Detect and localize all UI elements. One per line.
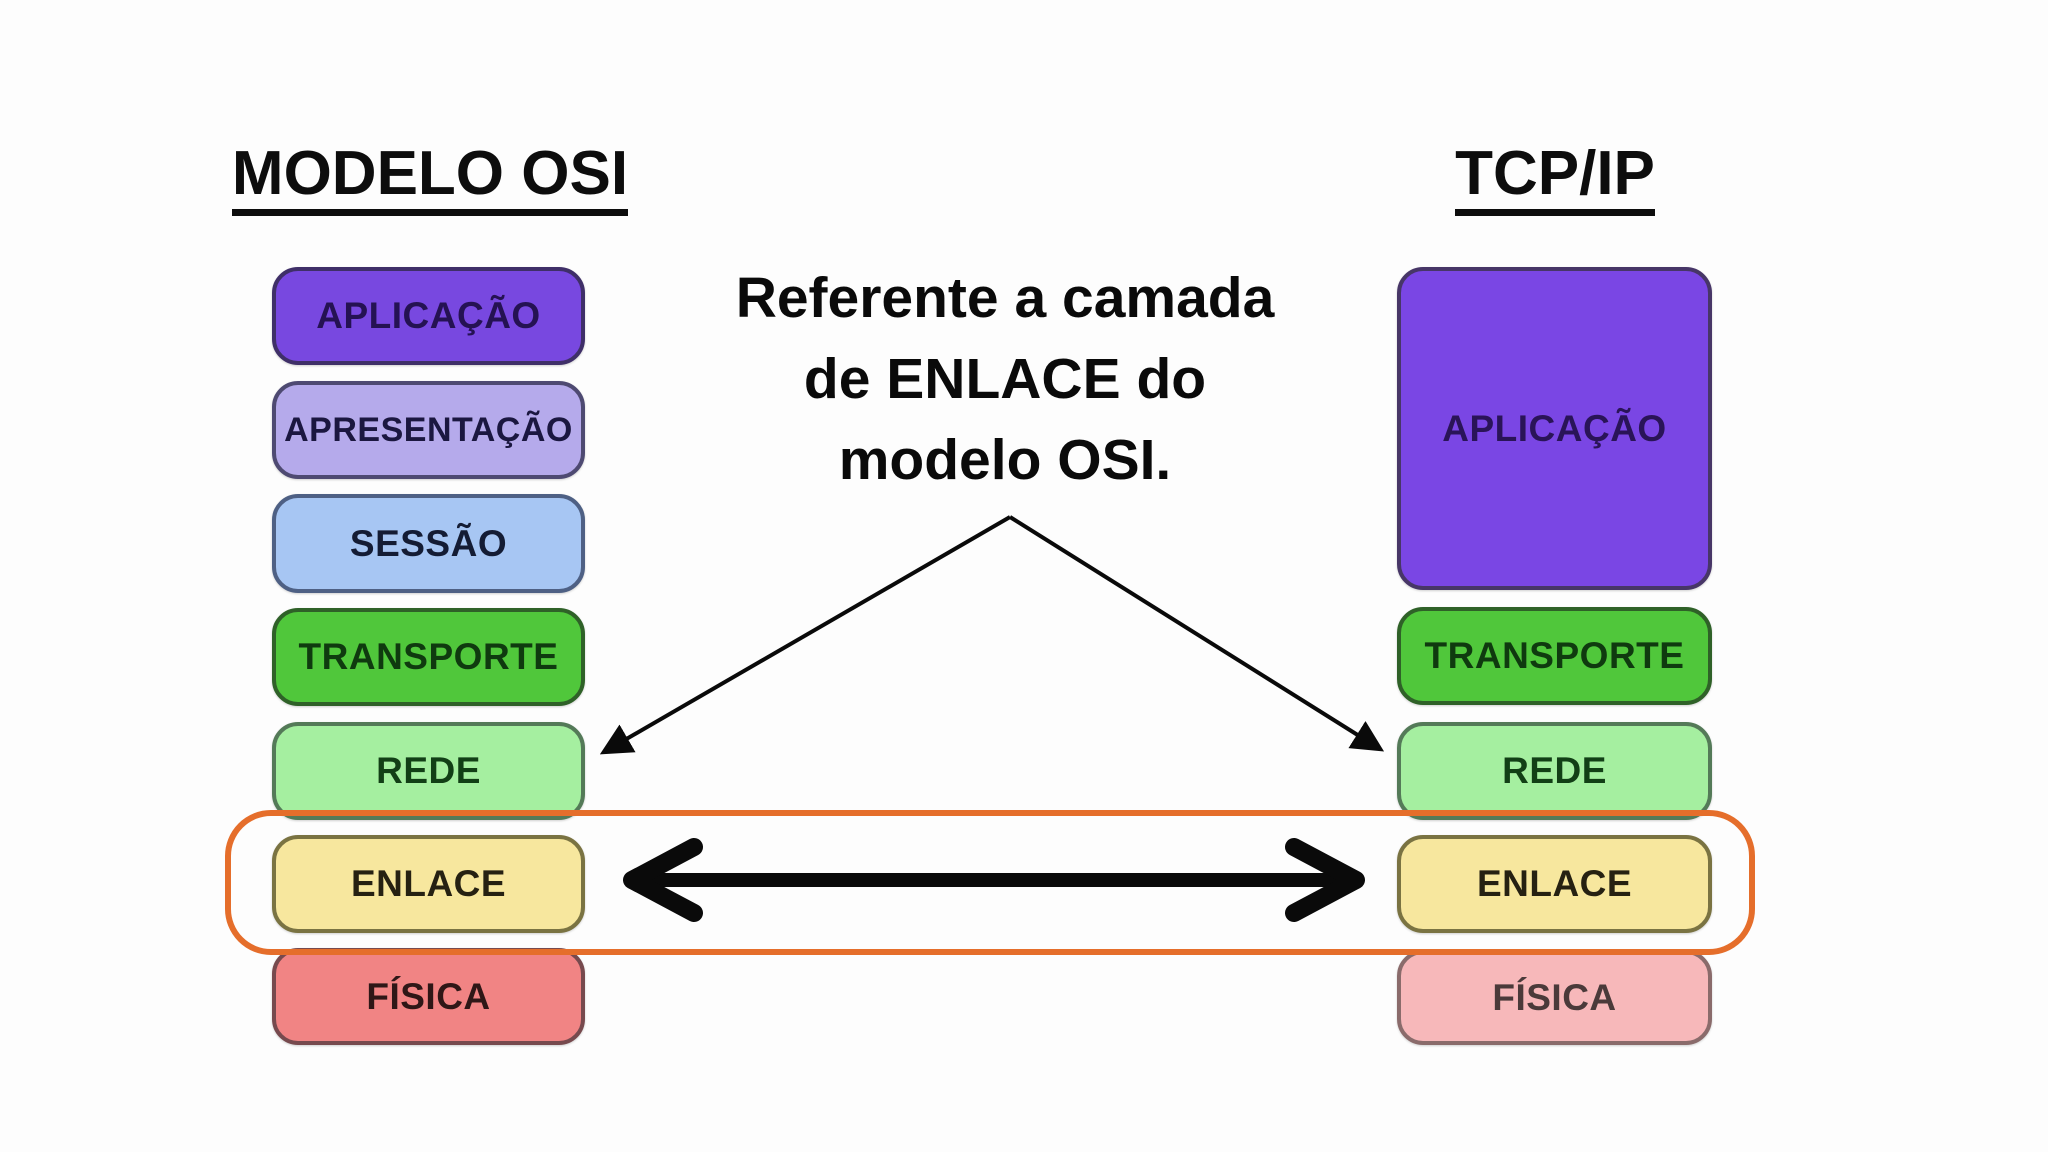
osi-layer-sessao-label: SESSÃO xyxy=(349,522,508,564)
osi-layer-rede-label: REDE xyxy=(376,750,481,791)
tcpip-layer-transporte: TRANSPORTE xyxy=(1397,607,1712,705)
osi-title-text: MODELO OSI xyxy=(231,143,629,216)
annotation-line-3: modelo OSI. xyxy=(838,428,1172,492)
osi-layer-enlace-label: ENLACE xyxy=(350,863,507,904)
double-arrow-right-head xyxy=(1285,838,1365,922)
osi-layer-sessao: SESSÃO xyxy=(272,494,585,593)
osi-layer-transporte: TRANSPORTE xyxy=(272,608,585,706)
osi-layer-enlace: ENLACE xyxy=(272,835,585,933)
double-arrow-left-head xyxy=(623,838,703,922)
tcpip-layer-rede: REDE xyxy=(1397,722,1712,820)
tcpip-layer-enlace: ENLACE xyxy=(1397,835,1712,933)
osi-layer-apresentacao-label: APRESENTAÇÃO xyxy=(284,410,573,449)
tcpip-title-text: TCP/IP xyxy=(1455,143,1655,216)
pointer-arrow-right-icon xyxy=(1008,515,1385,752)
osi-layer-aplicacao: APLICAÇÃO xyxy=(272,267,585,365)
annotation-line-1: Referente a camada xyxy=(735,266,1275,330)
pointer-arrow-left-icon xyxy=(599,515,1012,755)
tcpip-layer-fisica-label: FÍSICA xyxy=(1492,976,1617,1018)
tcpip-layer-enlace-label: ENLACE xyxy=(1476,863,1633,904)
osi-layer-aplicacao-label: APLICAÇÃO xyxy=(316,295,541,336)
osi-layer-transporte-label: TRANSPORTE xyxy=(298,636,559,677)
tcpip-layer-transporte-label: TRANSPORTE xyxy=(1424,635,1685,676)
osi-layer-rede: REDE xyxy=(272,722,585,820)
osi-column-title: MODELO OSI xyxy=(200,138,660,216)
double-arrow-icon xyxy=(623,838,1365,922)
annotation-line-2: de ENLACE do xyxy=(803,347,1207,411)
tcpip-layer-rede-label: REDE xyxy=(1502,750,1607,791)
osi-layer-fisica-label: FÍSICA xyxy=(366,975,491,1017)
tcpip-column-title: TCP/IP xyxy=(1330,138,1780,216)
tcpip-layer-aplicacao-label: APLICAÇÃO xyxy=(1442,407,1667,449)
annotation-text: Referente a camada de ENLACE do modelo O… xyxy=(600,258,1410,501)
tcpip-layer-aplicacao: APLICAÇÃO xyxy=(1397,267,1712,590)
enlace-highlight-ring xyxy=(225,810,1755,955)
osi-layer-apresentacao: APRESENTAÇÃO xyxy=(272,381,585,479)
